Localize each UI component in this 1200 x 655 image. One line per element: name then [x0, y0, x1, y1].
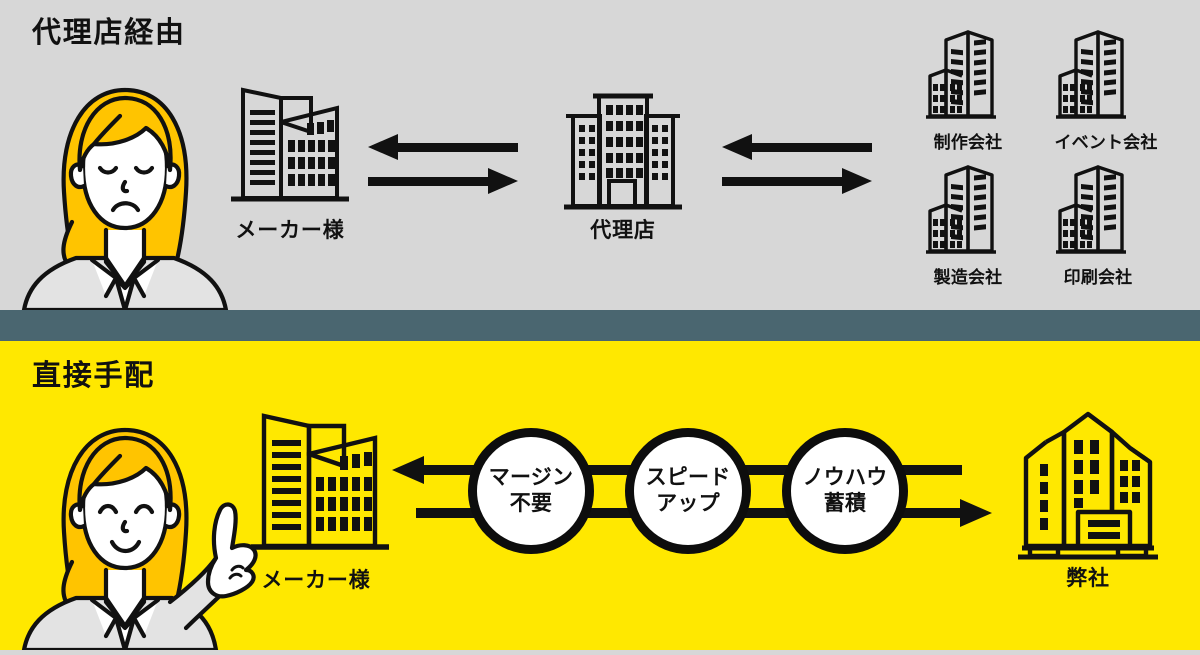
direct-arrangement-title: 直接手配 [32, 360, 155, 392]
maker-agency-arrow-pair [368, 133, 518, 195]
vendor-building-icon-4 [1052, 163, 1144, 255]
vendor-building-icon-3 [922, 163, 1014, 255]
benefit-2-line2: アップ [656, 492, 720, 515]
right-arrow [722, 168, 872, 194]
left-arrowhead [392, 456, 424, 484]
vendor-label-4: 印刷会社 [1063, 268, 1133, 287]
agency-route-title: 代理店経由 [32, 17, 186, 49]
maker-office-buildings-icon-bottom [245, 408, 393, 560]
agency-vendors-arrow-pair [722, 133, 872, 195]
vendor-building-icon-2 [1052, 28, 1144, 120]
section-divider [0, 310, 1200, 341]
our-company-label: 弊社 [1066, 567, 1110, 590]
agency-building-icon [560, 88, 686, 212]
benefit-3-line1: ノウハウ [802, 466, 888, 490]
maker-label-top: メーカー様 [235, 219, 345, 242]
agency-label: 代理店 [590, 219, 656, 242]
happy-businesswoman-illustration [20, 412, 270, 653]
right-arrow [368, 168, 518, 194]
sad-businesswoman-illustration [20, 72, 230, 313]
left-arrow [722, 134, 872, 160]
benefit-circle-2[interactable]: スピード アップ [625, 428, 751, 554]
left-arrow [368, 134, 518, 160]
benefit-circle-1[interactable]: マージン 不要 [468, 428, 594, 554]
maker-office-buildings-icon [227, 82, 353, 210]
vendor-label-1: 制作会社 [933, 133, 1003, 152]
our-company-complex-icon [1012, 408, 1164, 560]
benefit-1-line2: 不要 [509, 492, 553, 515]
vendor-label-3: 製造会社 [933, 268, 1003, 287]
maker-label-bottom: メーカー様 [261, 569, 371, 592]
benefit-1-line1: マージン [488, 466, 574, 490]
benefit-2-line1: スピード [645, 466, 731, 490]
vendor-label-2: イベント会社 [1054, 133, 1158, 152]
right-arrowhead [960, 499, 992, 527]
vendor-building-icon-1 [922, 28, 1014, 120]
benefit-circle-3[interactable]: ノウハウ 蓄積 [782, 428, 908, 554]
benefit-3-line2: 蓄積 [823, 492, 867, 515]
